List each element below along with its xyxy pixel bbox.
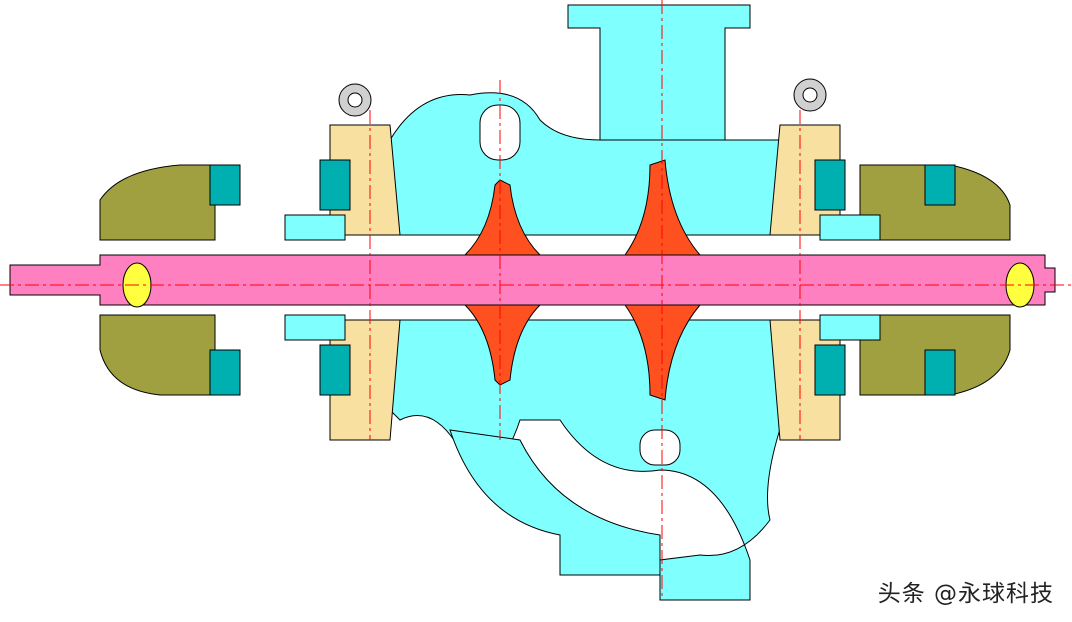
flange — [319, 159, 351, 211]
left-end-cover-lower — [99, 314, 216, 396]
casing-window — [639, 429, 681, 466]
seal — [819, 214, 881, 241]
flange — [319, 344, 351, 396]
flange — [814, 159, 846, 211]
flange — [814, 344, 846, 396]
impeller-first-stage — [463, 179, 542, 386]
left-end-cover-upper — [99, 164, 216, 241]
flange — [924, 164, 956, 206]
flange — [209, 164, 241, 206]
impeller-second-stage — [624, 159, 702, 401]
watermark: 头条 @永球科技 — [877, 581, 1054, 607]
flange — [924, 349, 956, 396]
seal — [284, 314, 346, 341]
lifting-eye — [802, 87, 818, 103]
upper-casing — [389, 92, 791, 236]
suction-nozzle — [449, 429, 661, 576]
lifting-eye — [347, 92, 363, 108]
seal — [284, 214, 346, 241]
shaft — [9, 254, 1056, 306]
discharge-nozzle — [567, 4, 751, 141]
flange — [209, 349, 241, 396]
seal — [819, 314, 881, 341]
